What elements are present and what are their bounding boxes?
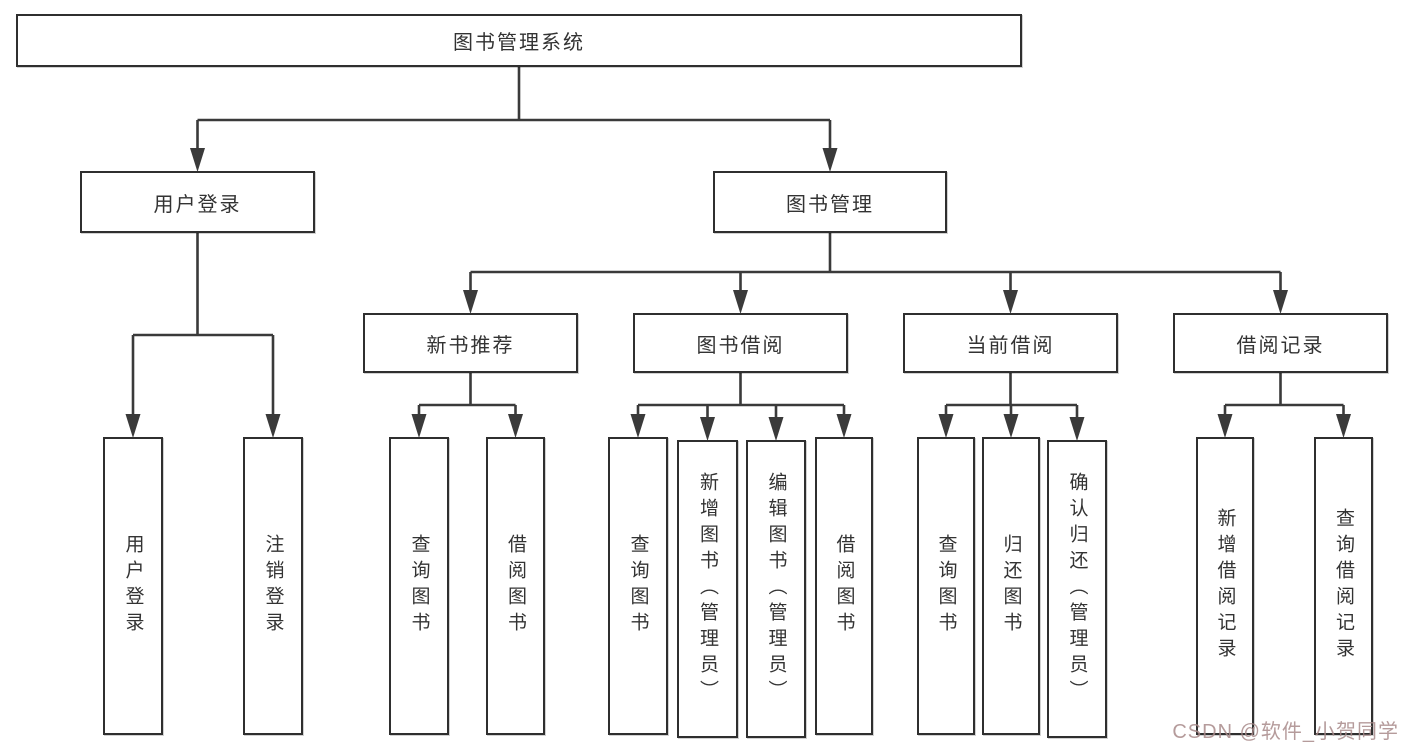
node-logout: 注销登录 [243,437,303,735]
node-book-borrow: 图书借阅 [633,313,848,373]
node-new-book-rec: 新书推荐 [363,313,578,373]
node-edit-books: 编辑图书（管理员） [746,440,806,738]
node-label-add-books: 新增图书（管理员） [697,472,718,706]
node-current-borrow: 当前借阅 [903,313,1118,373]
node-confirm-return: 确认归还（管理员） [1047,440,1107,738]
node-label-confirm-return: 确认归还（管理员） [1066,472,1088,706]
node-label-book-borrow: 图书借阅 [696,334,785,357]
node-query-books-1: 查询图书 [389,437,449,735]
node-book-mgmt: 图书管理 [713,171,947,233]
node-label-new-book-rec: 新书推荐 [426,334,515,357]
node-label-add-borrow-record: 新增借阅记录 [1214,508,1236,664]
arrowhead-into-add-borrow-record [1217,414,1233,438]
node-borrow-books-1: 借阅图书 [486,437,545,735]
node-label-borrow-records: 借阅记录 [1236,334,1325,357]
arrowhead-into-current-borrow [1003,290,1018,314]
node-add-borrow-record: 新增借阅记录 [1196,437,1254,735]
arrowhead-into-user-login-leaf [125,414,141,438]
arrowhead-into-query-books-2 [630,414,646,438]
node-label-current-borrow: 当前借阅 [966,334,1055,357]
edge-from-book-mgmt [469,233,1282,294]
node-return-books: 归还图书 [982,437,1040,735]
edge-from-borrow-records [1223,373,1345,418]
arrowhead-into-query-books-1 [411,414,427,438]
arrowhead-into-book-borrow [733,290,748,314]
arrowhead-into-confirm-return [1069,417,1085,441]
edge-from-book-borrow [636,373,846,421]
node-label-query-books-3: 查询图书 [935,534,957,638]
arrowhead-into-borrow-books-2 [836,414,852,438]
node-borrow-records: 借阅记录 [1173,313,1388,373]
edge-from-user-login [131,233,275,418]
arrowhead-into-borrow-records [1273,290,1288,314]
arrowhead-into-borrow-books-1 [508,414,523,438]
node-root: 图书管理系统 [16,14,1022,67]
node-user-login-leaf: 用户登录 [103,437,163,735]
arrowhead-into-new-book-rec [463,290,478,314]
node-label-query-books-2: 查询图书 [627,534,649,638]
arrowhead-into-return-books [1003,414,1019,438]
node-label-book-mgmt: 图书管理 [786,193,874,216]
arrowhead-into-user-login [190,148,205,172]
arrowhead-into-add-books [700,417,715,441]
arrowhead-into-query-books-3 [938,414,954,438]
node-query-borrow-record: 查询借阅记录 [1314,437,1373,735]
arrowhead-into-edit-books [768,417,784,441]
node-label-user-login-leaf: 用户登录 [122,534,144,638]
node-label-user-login: 用户登录 [153,193,242,216]
node-label-query-books-1: 查询图书 [408,534,430,638]
edge-from-root [196,67,832,152]
arrowhead-into-book-mgmt [822,148,838,172]
node-label-root: 图书管理系统 [453,32,585,54]
node-label-borrow-books-2: 借阅图书 [833,534,855,638]
node-label-borrow-books-1: 借阅图书 [505,534,526,638]
node-borrow-books-2: 借阅图书 [815,437,873,735]
node-label-query-borrow-record: 查询借阅记录 [1333,508,1354,664]
node-add-books: 新增图书（管理员） [677,440,738,738]
node-label-logout: 注销登录 [262,534,284,638]
node-label-return-books: 归还图书 [1000,534,1022,638]
edge-from-new-book-rec [417,373,517,418]
node-query-books-2: 查询图书 [608,437,668,735]
arrowhead-into-query-borrow-record [1336,414,1351,438]
node-user-login: 用户登录 [80,171,315,233]
arrowhead-into-logout [265,414,281,438]
node-label-edit-books: 编辑图书（管理员） [765,472,787,706]
node-query-books-3: 查询图书 [917,437,975,735]
edge-from-current-borrow [944,373,1079,421]
